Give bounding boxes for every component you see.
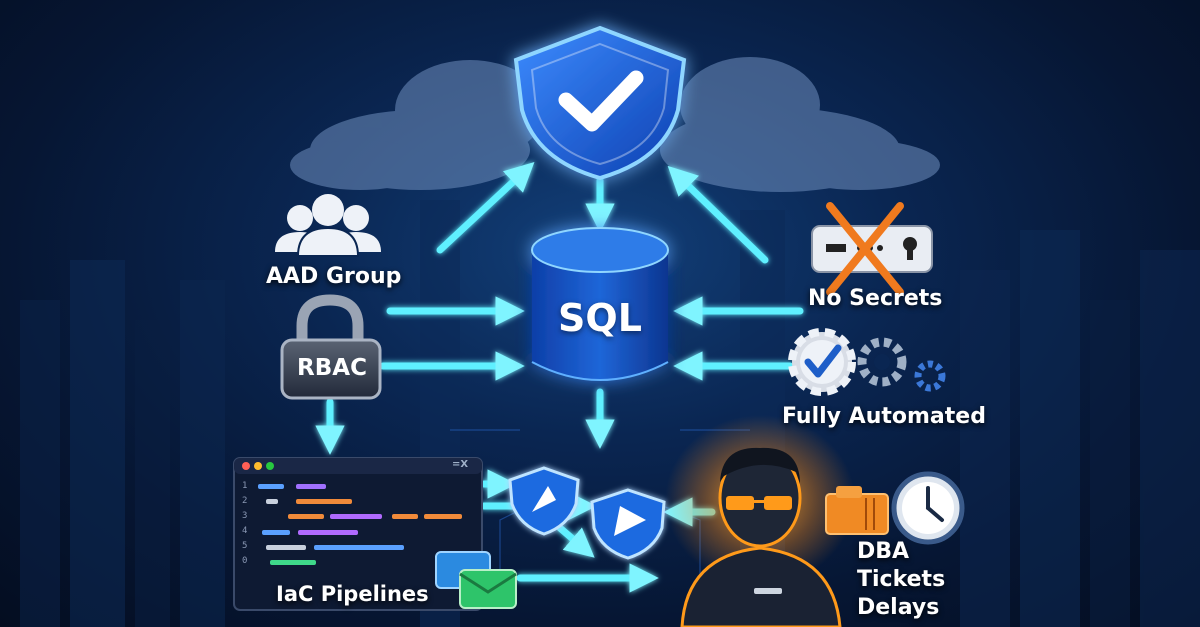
shield-badge-icon	[508, 466, 666, 560]
line-number: 3	[242, 511, 248, 521]
padlock-icon	[280, 294, 382, 400]
code-editor-icon	[233, 457, 483, 611]
line-number: 0	[242, 556, 248, 566]
fully-automated-label: Fully Automated	[782, 404, 986, 429]
arrow-nosecrets-to-shield	[667, 165, 769, 264]
sql-node-label: SQL	[558, 296, 642, 340]
dba-label-block: DBA Tickets Delays	[857, 538, 945, 622]
delays-label: Delays	[857, 595, 940, 620]
ticket-icon	[825, 486, 889, 535]
tickets-label: Tickets	[857, 567, 946, 592]
arrow-aad-to-shield	[436, 161, 535, 254]
line-number: 5	[242, 541, 248, 551]
key-card-icon	[811, 225, 933, 273]
no-secrets-label: No Secrets	[808, 286, 943, 311]
clouds	[290, 57, 940, 192]
aad-group-label: AAD Group	[266, 264, 402, 289]
line-number: 2	[242, 496, 248, 506]
shield-check-icon	[513, 25, 687, 181]
editor-toolbar-glyph: =X	[452, 459, 469, 470]
flow-arrows	[315, 161, 804, 593]
users-group-icon	[275, 194, 381, 257]
dba-label: DBA	[857, 539, 910, 564]
rbac-label: RBAC	[297, 355, 367, 381]
person-avatar-icon	[665, 415, 855, 627]
clock-icon	[891, 471, 965, 545]
iac-pipelines-label: IaC Pipelines	[276, 582, 429, 606]
cross-mark-icon	[826, 202, 904, 296]
arrow-badge-to-person	[556, 524, 595, 558]
database-icon	[531, 227, 669, 381]
line-number: 4	[242, 526, 248, 536]
envelope-icon	[435, 551, 517, 609]
line-number: 1	[242, 481, 248, 491]
gears-icon	[788, 328, 946, 396]
editor-line-numbers: 1 2 3 4 5 0	[242, 479, 247, 569]
